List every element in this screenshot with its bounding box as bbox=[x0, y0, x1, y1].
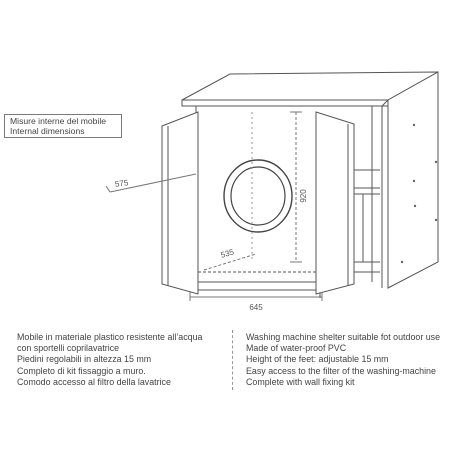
cabinet-right-side bbox=[387, 71, 439, 289]
description-italian: Mobile in materiale plastico resistente … bbox=[17, 332, 227, 388]
legend-italian: Misure interne del mobile bbox=[10, 116, 107, 126]
desc-en-line: Height of the feet: adjustable 15 mm bbox=[246, 354, 389, 365]
column-divider bbox=[232, 330, 233, 390]
desc-it-line: con sportelli coprilavatrice bbox=[17, 343, 120, 354]
side-fixing-holes bbox=[400, 123, 438, 264]
desc-it-line: Completo di kit fissaggio a muro. bbox=[17, 365, 146, 376]
cabinet-base bbox=[187, 281, 323, 291]
desc-it-line: Comodo accesso al filtro della lavatrice bbox=[17, 376, 171, 387]
height-dim-label: 920 bbox=[299, 189, 308, 203]
desc-en-line: Complete with wall fixing kit bbox=[246, 376, 355, 387]
washer-porthole bbox=[223, 159, 293, 233]
cabinet-front-frame bbox=[181, 99, 389, 107]
description-english: Washing machine shelter suitable fot out… bbox=[246, 332, 466, 388]
inner-depth-label: 535 bbox=[220, 247, 236, 259]
width-dim-label: 645 bbox=[249, 303, 263, 312]
cabinet-diagram: 920 575 535 645 bbox=[105, 71, 439, 312]
legend-english: Internal dimensions bbox=[10, 126, 85, 136]
desc-en-line: Washing machine shelter suitable fot out… bbox=[246, 332, 441, 342]
desc-it-line: Piedini regolabili in altezza 15 mm bbox=[17, 354, 152, 365]
depth-diag-dim-line bbox=[109, 173, 197, 193]
legend-box: Misure interne del mobile Internal dimen… bbox=[4, 114, 122, 138]
desc-it-line: Mobile in materiale plastico resistente … bbox=[17, 332, 203, 342]
left-door bbox=[161, 111, 199, 295]
inner-depth-dim-line bbox=[203, 253, 257, 271]
depth-diag-label: 575 bbox=[114, 178, 129, 189]
desc-en-line: Made of water-proof PVC bbox=[246, 343, 347, 354]
desc-en-line: Easy access to the filter of the washing… bbox=[246, 365, 436, 376]
right-door bbox=[315, 111, 355, 295]
